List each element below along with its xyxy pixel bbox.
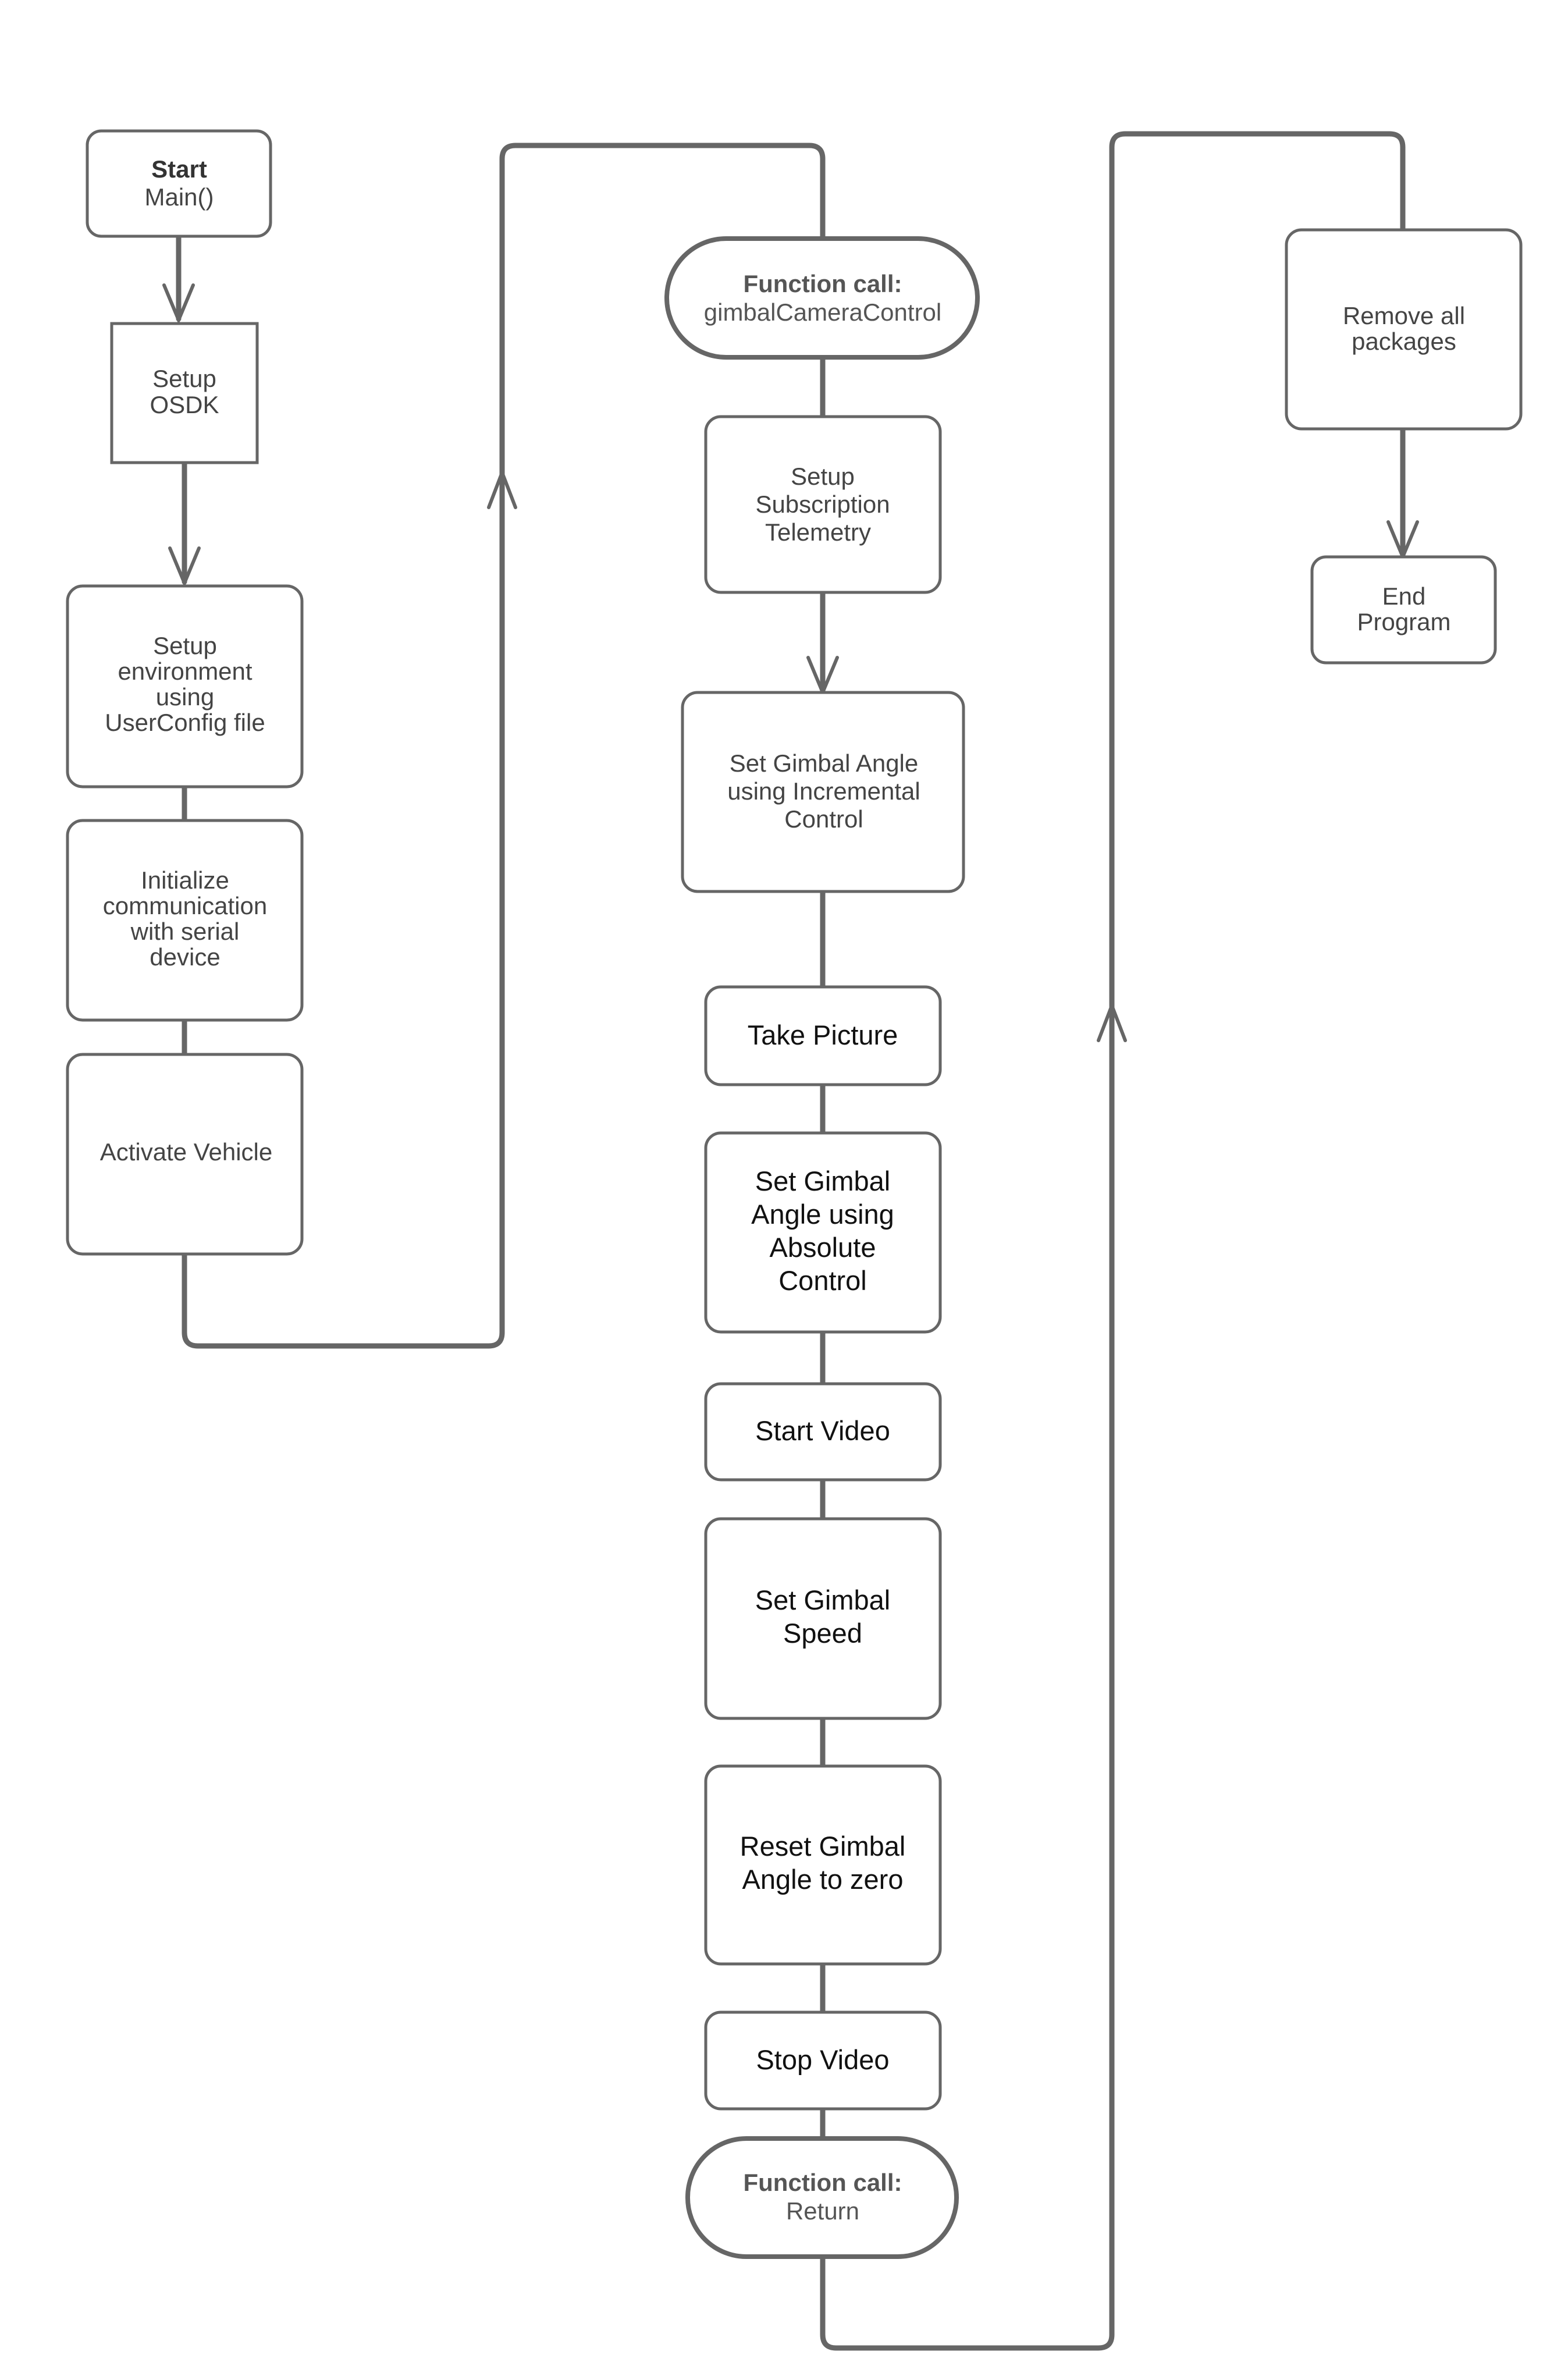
setup-env-line-3: using: [156, 683, 214, 711]
arrowhead-env: [168, 546, 201, 588]
fc-return-sub: Return: [786, 2197, 859, 2225]
end-line-2: Program: [1357, 608, 1450, 635]
end-line-1: End: [1382, 582, 1426, 610]
reset-line-1: Reset Gimbal: [740, 1831, 906, 1862]
init-line-4: device: [150, 943, 220, 971]
start-video-label: Start Video: [755, 1415, 890, 1446]
node-set-gimbal-incremental: Set Gimbal Angle using Incremental Contr…: [681, 691, 965, 893]
node-function-call-gimbal: Function call: gimbalCameraControl: [664, 236, 980, 360]
abs-line-3: Absolute: [770, 1232, 876, 1263]
node-reset-gimbal-angle: Reset Gimbal Angle to zero: [704, 1764, 942, 1966]
reset-line-2: Angle to zero: [742, 1864, 904, 1895]
connectors: [162, 131, 1419, 2351]
speed-line-2: Speed: [783, 1618, 862, 1649]
stop-video-label: Stop Video: [756, 2044, 889, 2075]
node-set-gimbal-absolute: Set Gimbal Angle using Absolute Control: [704, 1131, 942, 1334]
arrowhead-up-col2: [487, 467, 517, 509]
take-picture-label: Take Picture: [748, 1020, 898, 1050]
setup-env-line-2: environment: [118, 658, 252, 685]
node-initialize-communication: Initialize communication with serial dev…: [66, 819, 304, 1022]
start-title: Start: [151, 155, 207, 183]
node-start: Start Main(): [86, 129, 272, 238]
start-sub: Main(): [144, 183, 214, 211]
incr-line-3: Control: [784, 805, 863, 833]
node-end-program: End Program: [1310, 555, 1497, 665]
node-setup-environment: Setup environment using UserConfig file: [66, 584, 304, 788]
abs-line-4: Control: [778, 1265, 867, 1296]
node-stop-video: Stop Video: [704, 2010, 942, 2111]
setup-sub-line-1: Setup: [791, 463, 855, 490]
node-setup-osdk: Setup OSDK: [110, 322, 259, 464]
init-line-3: with serial: [130, 918, 240, 945]
incr-line-1: Set Gimbal Angle: [730, 749, 919, 777]
setup-osdk-line-1: Setup: [152, 365, 216, 392]
init-line-1: Initialize: [141, 866, 229, 894]
edge-return-to-remove: [820, 131, 1406, 2351]
fc-gimbal-sub: gimbalCameraControl: [704, 299, 942, 326]
node-take-picture: Take Picture: [704, 985, 942, 1086]
edge-activate-to-function-call: [182, 143, 826, 1349]
node-set-gimbal-speed: Set Gimbal Speed: [704, 1517, 942, 1720]
setup-env-line-4: UserConfig file: [105, 709, 265, 736]
activate-line-1: Activate Vehicle: [100, 1138, 273, 1166]
setup-osdk-line-2: OSDK: [150, 391, 219, 418]
node-remove-all-packages: Remove all packages: [1285, 228, 1523, 431]
remove-line-1: Remove all: [1343, 302, 1465, 329]
incr-line-2: using Incremental: [727, 777, 920, 805]
arrowhead-osdk: [162, 283, 195, 325]
abs-line-1: Set Gimbal: [755, 1166, 890, 1196]
setup-sub-line-2: Subscription: [755, 491, 890, 518]
init-line-2: communication: [103, 892, 267, 919]
fc-gimbal-title: Function call:: [744, 270, 902, 297]
arrowhead-up-col3: [1097, 1000, 1127, 1042]
node-function-call-return: Function call: Return: [685, 2136, 959, 2259]
node-setup-subscription: Setup Subscription Telemetry: [704, 415, 942, 594]
node-start-video: Start Video: [704, 1382, 942, 1482]
node-activate-vehicle: Activate Vehicle: [66, 1053, 304, 1256]
speed-line-1: Set Gimbal: [755, 1585, 890, 1615]
fc-return-title: Function call:: [744, 2169, 902, 2196]
abs-line-2: Angle using: [751, 1199, 894, 1230]
setup-sub-line-3: Telemetry: [765, 518, 871, 546]
setup-env-line-1: Setup: [153, 632, 217, 659]
remove-line-2: packages: [1352, 328, 1456, 355]
